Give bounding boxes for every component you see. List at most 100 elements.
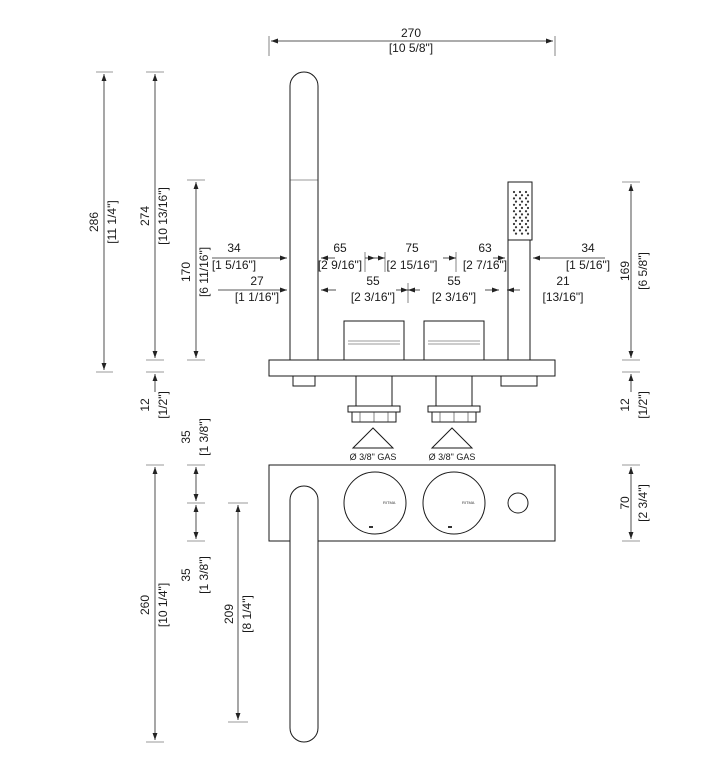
- dim-21-mm: 21: [556, 274, 570, 288]
- nozzle-dot: [514, 194, 518, 197]
- dim-274-in: [10 13/16"]: [156, 187, 170, 245]
- dim-vertical-left-top: 286 [11 1/4"] 274 [10 13/16"] 170 [6 11/…: [87, 71, 211, 419]
- knob-plan-left: [343, 471, 407, 535]
- nozzle-dot: [514, 232, 518, 235]
- nozzle-dot: [524, 190, 528, 194]
- dim-286-mm: 286: [87, 212, 101, 232]
- front-elevation: Ø 3/8" GAS Ø 3/8" GAS: [268, 71, 556, 462]
- mixer-knob-right: [423, 320, 485, 361]
- nozzle-dot: [520, 213, 524, 216]
- knob-mark-right: [448, 526, 452, 528]
- dim-260-mm: 260: [138, 595, 152, 615]
- dim-overall-width: 270 [10 5/8"]: [268, 26, 556, 56]
- connector-left: [347, 375, 401, 423]
- dim-170-mm: 170: [179, 262, 193, 282]
- knob-brand-right: RITMA: [462, 500, 475, 505]
- nozzle-dot: [512, 216, 516, 219]
- dim-35b-mm: 35: [179, 568, 193, 582]
- dim-35b-in: [1 3/8"]: [197, 556, 211, 594]
- dim-270-mm: 270: [401, 26, 421, 40]
- dim-209-mm: 209: [222, 604, 236, 624]
- dim-27-in: [1 1/16"]: [235, 290, 279, 304]
- hand-shower-hose-holder: [507, 237, 531, 361]
- dim-21-in: [13/16"]: [543, 290, 584, 304]
- nozzle-dot: [518, 190, 522, 194]
- nozzle-dot: [526, 219, 530, 222]
- nozzle-dot: [526, 226, 530, 229]
- dim-55-left-in: [2 3/16"]: [351, 290, 395, 304]
- nozzle-dot: [518, 222, 522, 226]
- nozzle-dot: [520, 232, 524, 235]
- dim-65-in: [2 9/16"]: [318, 258, 362, 272]
- gas-triangle-left: [351, 427, 395, 449]
- connector-right: [427, 375, 481, 423]
- dim-34-right-in: [1 5/16"]: [566, 258, 610, 272]
- dim-70-in: [2 3/4"]: [636, 484, 650, 522]
- dim-12-left-mm: 12: [138, 398, 152, 412]
- nozzle-dot: [512, 210, 516, 213]
- nozzle-dot: [526, 232, 530, 235]
- knob-mark-left: [369, 526, 373, 528]
- knob-plan-right: [422, 471, 486, 535]
- dim-209-in: [8 1/4"]: [240, 595, 254, 633]
- dim-169-mm: 169: [618, 261, 632, 281]
- dim-63-mm: 63: [478, 241, 492, 255]
- nozzle-dot: [526, 194, 530, 197]
- dim-274-mm: 274: [138, 206, 152, 226]
- dim-270-in: [10 5/8"]: [389, 41, 433, 55]
- dim-75-in: [2 15/16"]: [387, 258, 438, 272]
- nozzle-dot: [526, 206, 530, 210]
- gas-label-left: Ø 3/8" GAS: [350, 452, 397, 462]
- nozzle-dot: [520, 226, 524, 229]
- nozzle-dot: [512, 222, 516, 226]
- nozzle-dot: [526, 213, 530, 216]
- nozzle-dot: [512, 203, 516, 206]
- nozzle-dot: [512, 190, 516, 194]
- dim-169-in: [6 5/8"]: [636, 252, 650, 290]
- dim-34-left-in: [1 5/16"]: [212, 258, 256, 272]
- shower-nozzles: [512, 190, 530, 235]
- dim-75-mm: 75: [405, 241, 419, 255]
- nozzle-dot: [514, 206, 518, 210]
- nozzle-dot: [524, 197, 528, 200]
- dim-12-right-in: [1/2"]: [636, 391, 650, 419]
- knob-brand-left: RITMA: [383, 500, 396, 505]
- nozzle-dot: [514, 226, 518, 229]
- dim-63-in: [2 7/16"]: [463, 258, 507, 272]
- dim-286-in: [11 1/4"]: [105, 200, 119, 243]
- nozzle-dot: [520, 200, 524, 203]
- dim-row-2: 27 [1 1/16"] 55 [2 3/16"] 55 [2 3/16"] 2…: [218, 274, 583, 304]
- dim-vertical-left-bottom: 35 [1 3/8"] 35 [1 3/8"] 260 [10 1/4"] 20…: [138, 418, 254, 743]
- spout: [289, 71, 319, 361]
- nozzle-dot: [524, 210, 528, 213]
- dim-12-right-mm: 12: [618, 398, 632, 412]
- dim-55-left-mm: 55: [366, 274, 380, 288]
- dim-vertical-right-bottom: 70 [2 3/4"]: [618, 464, 650, 542]
- dim-55-right-in: [2 3/16"]: [432, 290, 476, 304]
- spout-base: [292, 375, 316, 387]
- dim-55-right-mm: 55: [447, 274, 461, 288]
- dim-34-left-mm: 34: [227, 241, 241, 255]
- dim-170-in: [6 11/16"]: [197, 247, 211, 297]
- nozzle-dot: [520, 194, 524, 197]
- dim-35a-in: [1 3/8"]: [197, 418, 211, 456]
- nozzle-dot: [518, 216, 522, 219]
- hand-shower-base: [500, 375, 538, 387]
- gas-triangle-right: [430, 427, 474, 449]
- mixer-knob-left: [343, 320, 405, 361]
- nozzle-dot: [518, 197, 522, 200]
- diverter-button: [507, 492, 529, 514]
- dim-12-left-in: [1/2"]: [156, 391, 170, 419]
- nozzle-dot: [518, 210, 522, 213]
- nozzle-dot: [524, 229, 528, 232]
- nozzle-dot: [524, 222, 528, 226]
- dim-65-mm: 65: [333, 241, 347, 255]
- plan-view: RITMA RITMA: [268, 464, 556, 743]
- dim-row-1: 34 [1 5/16"] 65 [2 9/16"] 75 [2 15/16"] …: [212, 241, 610, 272]
- nozzle-dot: [520, 206, 524, 210]
- nozzle-dot: [512, 197, 516, 200]
- nozzle-dot: [518, 229, 522, 232]
- dim-260-in: [10 1/4"]: [156, 583, 170, 627]
- dim-vertical-right-top: 169 [6 5/8"] 12 [1/2"]: [618, 181, 650, 419]
